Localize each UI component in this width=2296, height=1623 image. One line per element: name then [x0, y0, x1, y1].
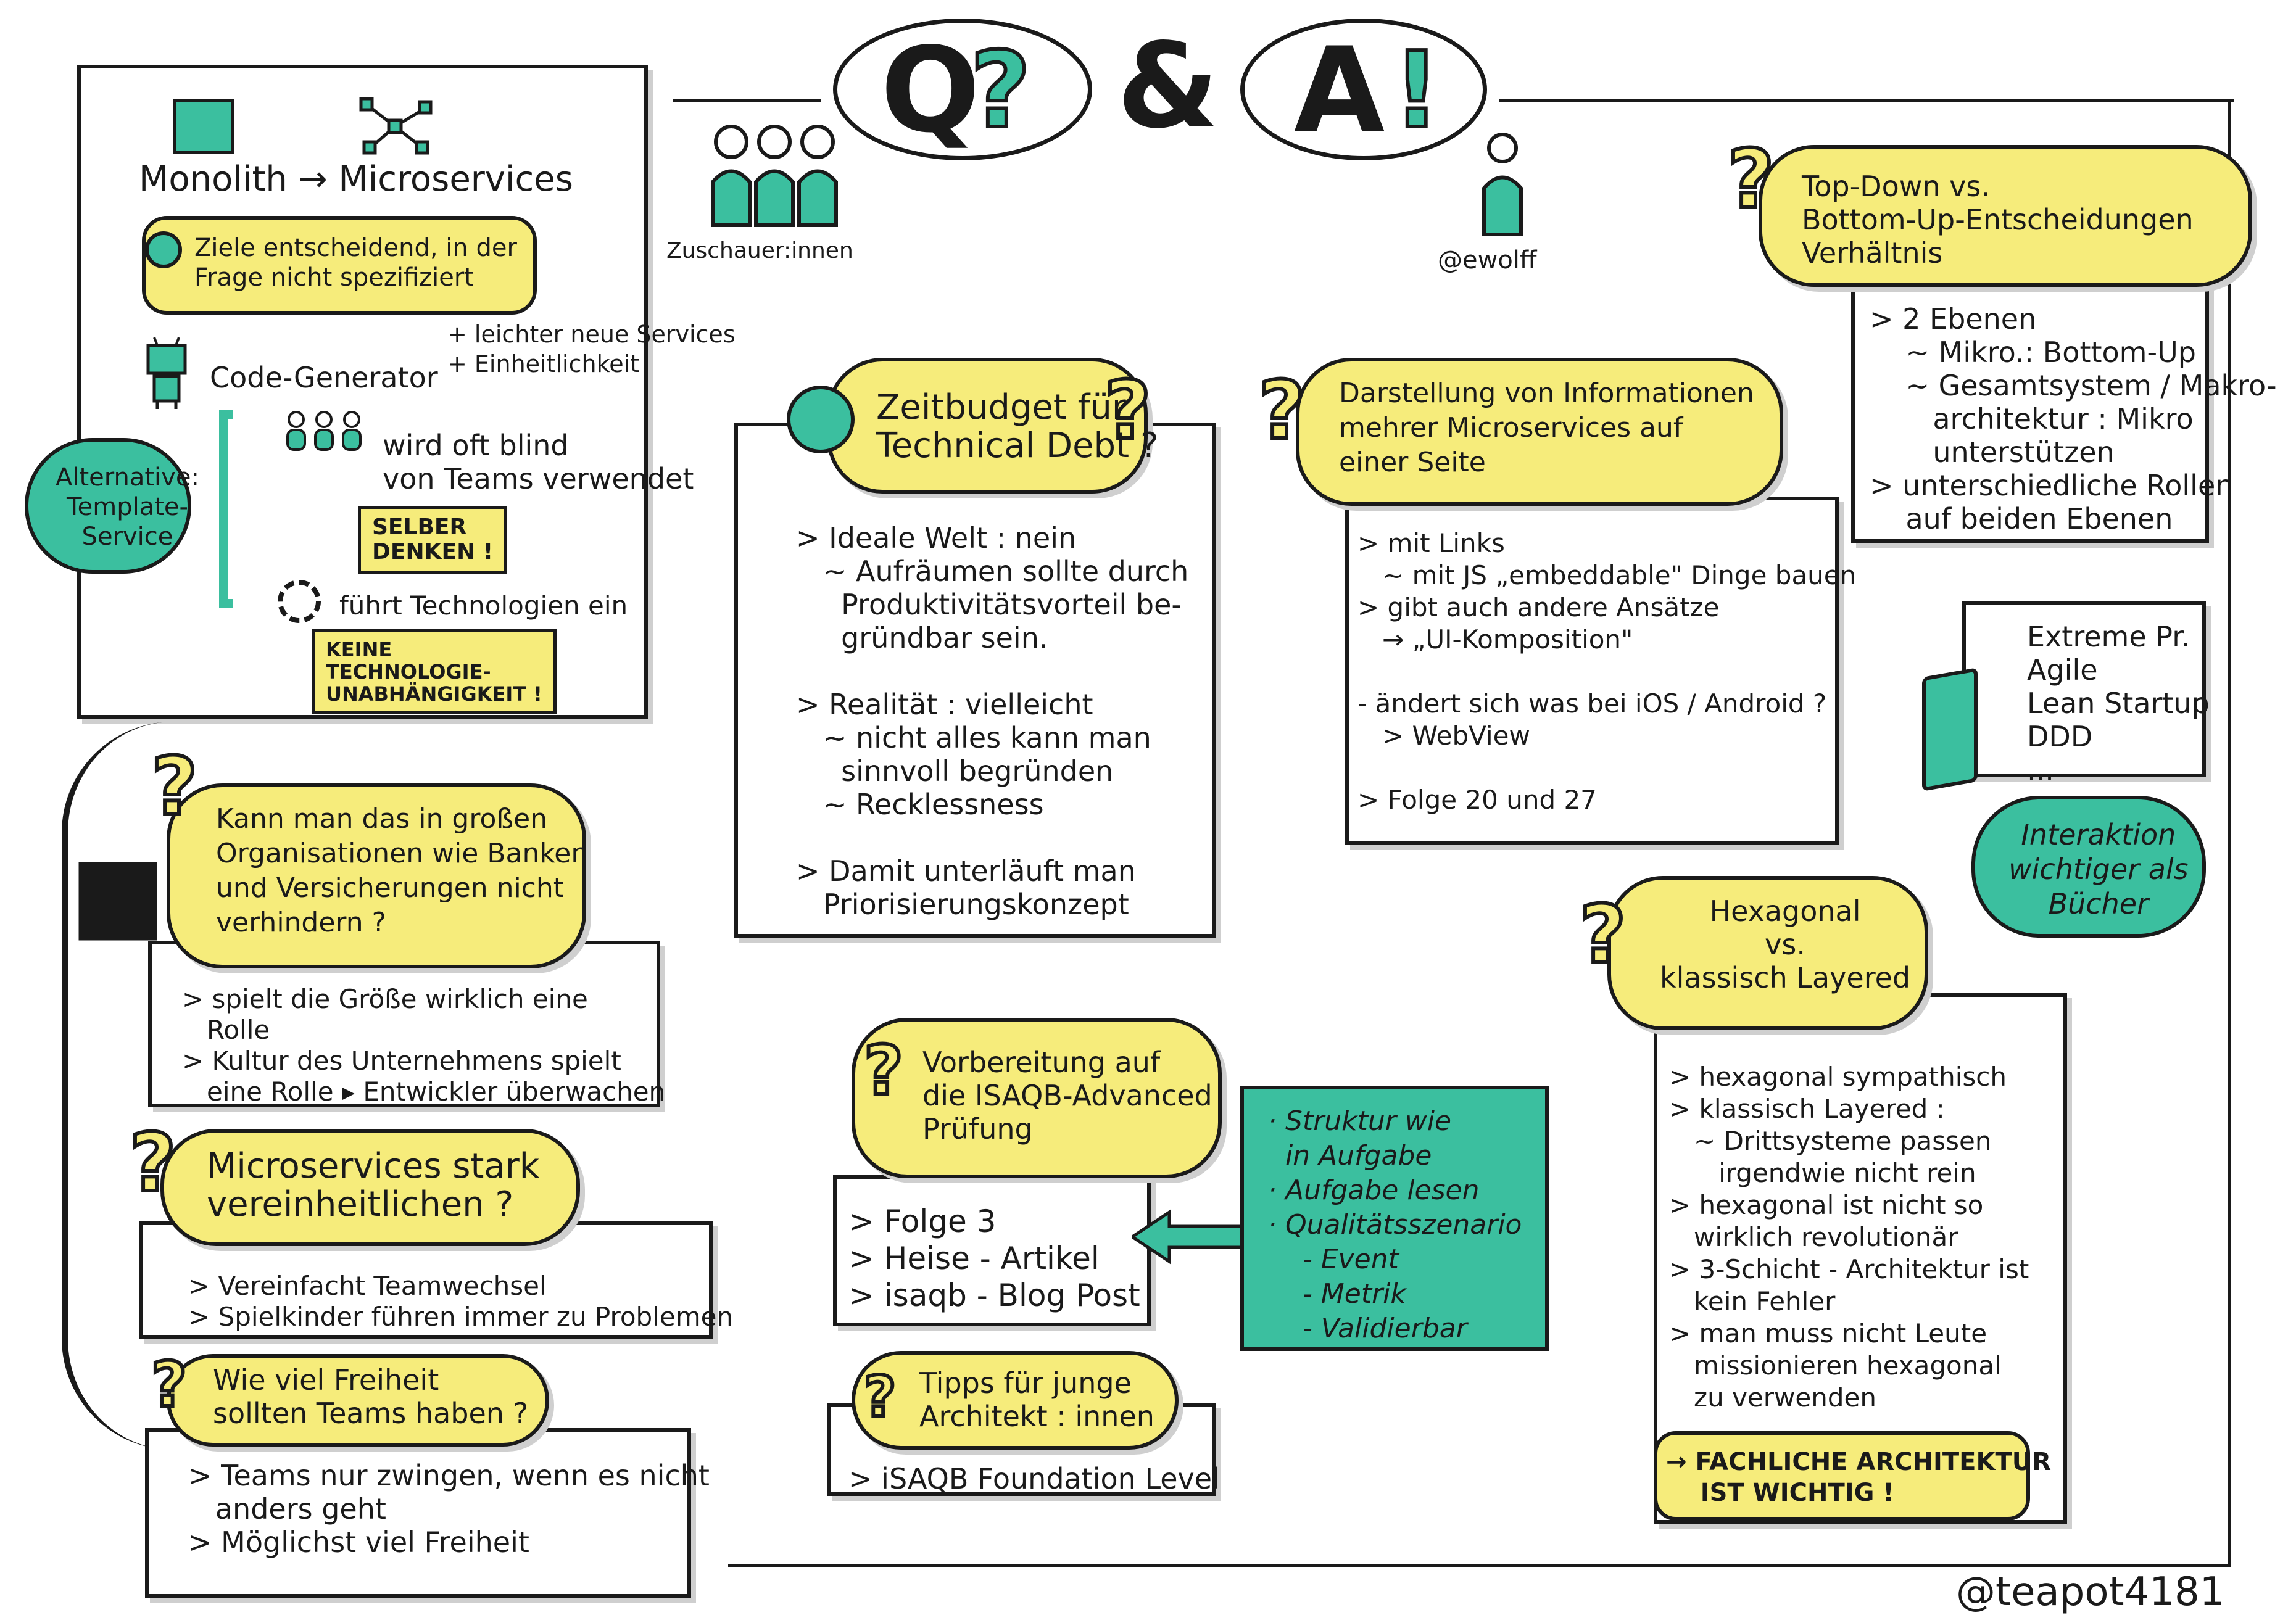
unify-question-icon: ? [128, 1116, 178, 1210]
audience-label: Zuschauer:innen [666, 238, 853, 263]
display-question-icon: ? [1257, 363, 1307, 457]
display-bubble [1296, 358, 1783, 506]
hexagonal-question-icon: ? [1578, 888, 1628, 981]
goal-text: Ziele entscheidend, in der Frage nicht s… [194, 234, 517, 292]
a-bubble: A ! [1240, 19, 1487, 160]
banks-question-icon: ? [149, 740, 199, 833]
topdown-question-icon: ? [1726, 132, 1776, 226]
isaqb-tips-box [1240, 1086, 1549, 1351]
alternative-cloud [25, 438, 191, 574]
speaker-icon [1481, 133, 1524, 237]
independence-tag: KEINE TECHNOLOGIE- UNABHÄNGIGKEIT ! [312, 629, 557, 714]
isaqb-answer-box [833, 1175, 1151, 1326]
techdebt-question-icon: ? [1103, 363, 1153, 457]
display-question: Darstellung von Informationen mehrer Mic… [1339, 378, 1754, 478]
flow-arrow [62, 722, 173, 1450]
q-bubble: Q ? [833, 19, 1092, 160]
q-questionmark: ? [968, 28, 1033, 154]
topdown-question: Top-Down vs. Bottom-Up-Entscheidungen Ve… [1802, 170, 2194, 270]
isaqb-question: Vorbereitung auf die ISAQB-Advanced Prüf… [922, 1046, 1212, 1146]
books-note: Interaktion wichtiger als Bücher [2008, 818, 2189, 920]
junior-question-icon: ? [862, 1363, 898, 1431]
isaqb-arrow [1129, 1209, 1258, 1265]
bracket-line [219, 410, 233, 608]
frame-top [673, 99, 821, 102]
display-answer-box [1345, 497, 1839, 845]
audience-icon [710, 123, 839, 228]
topdown-answer: > 2 Ebenen ~ Mikro.: Bottom-Up ~ Gesamts… [1870, 302, 2277, 535]
microservices-icon [358, 96, 438, 157]
q-letter: Q [881, 22, 980, 159]
hexagonal-conclusion-burst [1654, 1431, 2030, 1521]
ampersand: & [1117, 18, 1219, 154]
isaqb-bubble [852, 1018, 1222, 1178]
alternative-text: Alternative: Template- Service [56, 463, 199, 551]
techdebt-answer: > Ideale Welt : nein ~ Aufräumen sollte … [796, 521, 1189, 921]
book-icon [1922, 667, 1978, 791]
freedom-question: Wie viel Freiheit sollten Teams haben ? [213, 1363, 528, 1430]
gear-icon [278, 580, 321, 623]
junior-answer: > iSAQB Foundation Level [848, 1462, 1220, 1495]
monolith-title: Monolith → Microservices [139, 159, 573, 199]
techdebt-question: Zeitbudget für Technical Debt ? [876, 387, 1159, 466]
teams-icon [284, 410, 364, 453]
unify-bubble [160, 1129, 580, 1246]
books-list: Extreme Pr. Agile Lean Startup DDD ... [2027, 620, 2210, 787]
isaqb-tips: · Struktur wie in Aufgabe · Aufgabe lese… [1268, 1105, 1522, 1344]
banks-question: Kann man das in großen Organisationen wi… [216, 803, 589, 938]
junior-question: Tipps für junge Architekt : innen [919, 1366, 1154, 1433]
a-exclamation: ! [1391, 28, 1442, 154]
robot-icon [139, 336, 194, 410]
unify-question: Microservices stark vereinheitlichen ? [207, 1146, 540, 1224]
frame-right [2228, 99, 2231, 1567]
hexagonal-answer: > hexagonal sympathisch > klassisch Laye… [1669, 1062, 2029, 1413]
books-note-cloud [1971, 796, 2206, 938]
freedom-question-icon: ? [149, 1347, 189, 1423]
books-box [1962, 601, 2206, 777]
hexagonal-question: Hexagonal vs. klassisch Layered [1660, 894, 1911, 994]
hexagonal-bubble [1607, 876, 1928, 1030]
topdown-bubble [1759, 145, 2252, 287]
banks-answer: > spielt die Größe wirklich eine Rolle >… [182, 984, 666, 1107]
display-answer: > mit Links ~ mit JS „embeddable" Dinge … [1357, 528, 1857, 815]
banks-bubble [167, 783, 586, 968]
monolith-icon [173, 99, 234, 154]
isaqb-question-icon: ? [862, 1029, 905, 1112]
a-letter: A [1294, 22, 1385, 159]
isaqb-answer: > Folge 3 > Heise - Artikel > isaqb - Bl… [848, 1204, 1140, 1313]
tech-text: führt Technologien ein [339, 590, 628, 621]
money-bag-icon [787, 386, 855, 453]
freedom-bubble [167, 1354, 549, 1447]
hexagonal-conclusion: → FACHLICHE ARCHITEKTUR IST WICHTIG ! [1666, 1448, 2052, 1507]
freedom-answer: > Teams nur zwingen, wenn es nicht ander… [188, 1459, 710, 1559]
author-handle: @teapot4181 [1956, 1569, 2225, 1615]
techdebt-answer-box [734, 423, 1216, 938]
speaker-handle: @ewolff [1438, 246, 1537, 275]
goal-burst [142, 216, 537, 315]
codegen-label: Code-Generator [210, 361, 438, 394]
frame-top-right [1499, 99, 2234, 102]
target-icon [145, 231, 182, 268]
junior-bubble [852, 1351, 1179, 1450]
unify-answer: > Vereinfacht Teamwechsel > Spielkinder … [188, 1271, 734, 1332]
think-tag: SELBER DENKEN ! [358, 506, 508, 574]
codegen-pros: + leichter neue Services + Einheitlichke… [447, 321, 736, 378]
frame-bottom [728, 1564, 2231, 1567]
blind-text: wird oft blind von Teams verwendet [383, 429, 694, 495]
